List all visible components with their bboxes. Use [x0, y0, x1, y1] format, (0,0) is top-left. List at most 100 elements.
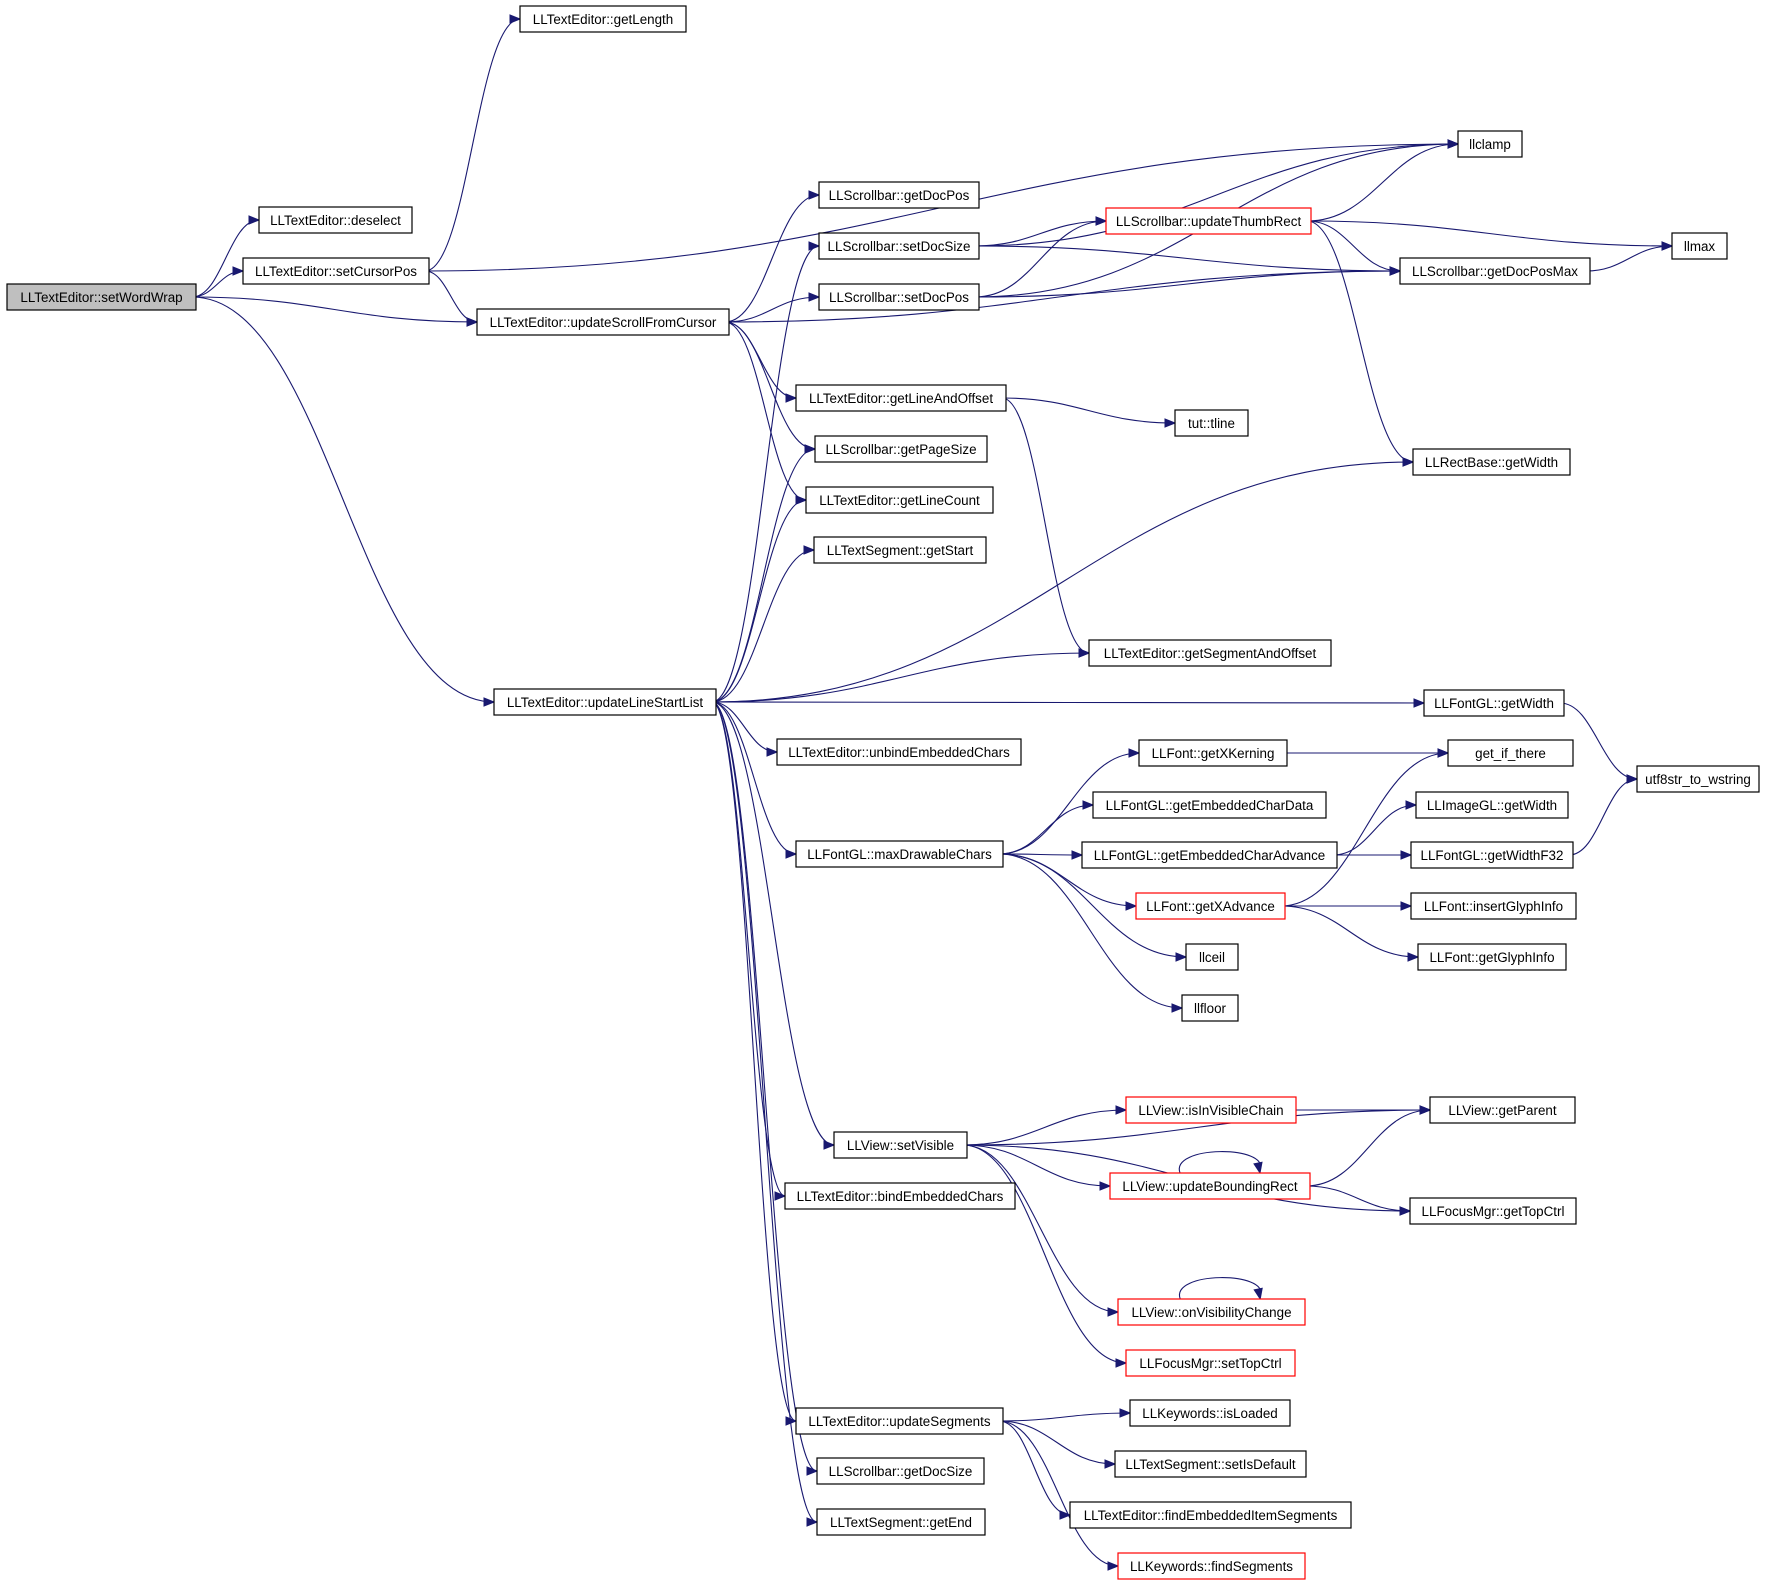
node-getIfThere[interactable]: get_if_there [1447, 739, 1574, 767]
node-getLineCount[interactable]: LLTextEditor::getLineCount [805, 486, 994, 514]
node-label: LLFont::insertGlyphInfo [1424, 899, 1563, 914]
node-deselect[interactable]: LLTextEditor::deselect [258, 206, 413, 234]
edge-line [998, 1420, 1116, 1465]
node-getEmbeddedCharData[interactable]: LLFontGL::getEmbeddedCharData [1092, 791, 1327, 819]
node-llmax[interactable]: llmax [1671, 232, 1728, 260]
node-rectGetWidth[interactable]: LLRectBase::getWidth [1412, 448, 1571, 476]
node-box [818, 283, 980, 311]
node-getTopCtrl[interactable]: LLFocusMgr::getTopCtrl [1409, 1197, 1577, 1225]
node-getXKerning[interactable]: LLFont::getXKerning [1138, 739, 1288, 767]
arrowhead [806, 1517, 819, 1527]
edge-line [962, 1144, 1119, 1313]
node-box [816, 1508, 986, 1536]
edge-line [974, 245, 1401, 272]
node-setCursorPos[interactable]: LLTextEditor::setCursorPos [242, 257, 430, 285]
node-sbGetDocSize[interactable]: LLScrollbar::getDocSize [816, 1457, 985, 1485]
node-box [805, 486, 994, 514]
node-getGlyphInfo[interactable]: LLFont::getGlyphInfo [1417, 943, 1567, 971]
node-onVisibilityChange[interactable]: LLView::onVisibilityChange [1117, 1298, 1306, 1326]
node-label: LLFontGL::getWidthF32 [1421, 848, 1564, 863]
arrowhead [1115, 1358, 1128, 1368]
node-imageGetWidth[interactable]: LLImageGL::getWidth [1415, 791, 1569, 819]
node-label: LLFocusMgr::setTopCtrl [1139, 1356, 1281, 1371]
node-setIsDefault[interactable]: LLTextSegment::setIsDefault [1114, 1450, 1307, 1478]
node-isInVisibleChain[interactable]: LLView::isInVisibleChain [1125, 1096, 1297, 1124]
node-updateSegments[interactable]: LLTextEditor::updateSegments [795, 1407, 1004, 1435]
edge-line [1178, 1151, 1262, 1174]
node-getWidthF32[interactable]: LLFontGL::getWidthF32 [1410, 841, 1574, 869]
node-setWordWrap[interactable]: LLTextEditor::setWordWrap [6, 283, 197, 311]
edge-line [424, 270, 478, 323]
node-updateThumbRect[interactable]: LLScrollbar::updateThumbRect [1105, 207, 1312, 235]
edge-line [1585, 245, 1673, 272]
node-getLineAndOffset[interactable]: LLTextEditor::getLineAndOffset [795, 384, 1007, 412]
node-llclamp[interactable]: llclamp [1457, 130, 1523, 158]
node-updateLineStartList[interactable]: LLTextEditor::updateLineStartList [493, 688, 717, 716]
node-sbGetDocPos[interactable]: LLScrollbar::getDocPos [818, 181, 980, 209]
node-sbGetPageSize[interactable]: LLScrollbar::getPageSize [814, 435, 988, 463]
arrowhead [1128, 748, 1141, 758]
node-label: LLFont::getXAdvance [1146, 899, 1275, 914]
node-setTopCtrl[interactable]: LLFocusMgr::setTopCtrl [1125, 1349, 1296, 1377]
arrowhead [1253, 1161, 1263, 1175]
arrowhead [232, 266, 245, 276]
edge-line [974, 220, 1107, 247]
arrowhead [1107, 1561, 1120, 1571]
node-box [816, 1457, 985, 1485]
node-fontGLGetWidth[interactable]: LLFontGL::getWidth [1423, 689, 1565, 717]
node-label: llfloor [1194, 1001, 1227, 1016]
node-box [493, 688, 717, 716]
node-insertGlyphInfo[interactable]: LLFont::insertGlyphInfo [1410, 892, 1577, 920]
edge-isInVisibleChain-to-getParent [1292, 1105, 1432, 1115]
edge-updateLineStartList-to-setVisible [711, 701, 836, 1150]
node-llceil[interactable]: llceil [1185, 943, 1239, 971]
node-label: LLTextEditor::setCursorPos [255, 264, 417, 279]
edge-updateScrollFromCursor-to-sbSetDocPos [724, 292, 821, 323]
arrowhead [1399, 1206, 1412, 1216]
edge-getEmbeddedCharAdvance-to-imageGetWidth [1332, 800, 1418, 856]
edge-line [1559, 702, 1638, 780]
node-updateBoundingRect[interactable]: LLView::updateBoundingRect [1109, 1172, 1311, 1200]
node-label: LLTextEditor::updateSegments [808, 1414, 990, 1429]
arrowhead [509, 14, 522, 24]
node-getSegmentAndOffset[interactable]: LLTextEditor::getSegmentAndOffset [1088, 639, 1332, 667]
node-findEmbeddedItemSegments[interactable]: LLTextEditor::findEmbeddedItemSegments [1069, 1501, 1352, 1529]
edge-line [974, 220, 1107, 298]
node-box [1412, 448, 1571, 476]
node-label: LLFocusMgr::getTopCtrl [1422, 1204, 1565, 1219]
node-utf8str[interactable]: utf8str_to_wstring [1636, 765, 1760, 793]
node-box [476, 308, 730, 336]
edge-line [998, 1420, 1071, 1516]
node-updateScrollFromCursor[interactable]: LLTextEditor::updateScrollFromCursor [476, 308, 730, 336]
edge-updateLineStartList-to-unbindEmbeddedChars [711, 701, 779, 757]
node-box [1415, 791, 1569, 819]
node-box [1088, 639, 1332, 667]
node-isLoaded[interactable]: LLKeywords::isLoaded [1129, 1399, 1291, 1427]
node-bindEmbeddedChars[interactable]: LLTextEditor::bindEmbeddedChars [784, 1182, 1016, 1210]
node-findSegments[interactable]: LLKeywords::findSegments [1117, 1552, 1306, 1580]
node-getLength[interactable]: LLTextEditor::getLength [519, 5, 687, 33]
node-sbGetDocPosMax[interactable]: LLScrollbar::getDocPosMax [1399, 257, 1591, 285]
node-label: LLScrollbar::setDocSize [828, 239, 971, 254]
arrowhead [1400, 850, 1413, 860]
node-getParent[interactable]: LLView::getParent [1429, 1096, 1576, 1124]
node-segGetStart[interactable]: LLTextSegment::getStart [813, 536, 987, 564]
node-label: LLTextEditor::getLength [533, 12, 673, 27]
node-tutTline[interactable]: tut::tline [1174, 409, 1249, 437]
node-label: LLScrollbar::getDocSize [829, 1464, 973, 1479]
node-maxDrawableChars[interactable]: LLFontGL::maxDrawableChars [795, 840, 1004, 868]
edge-line [962, 1144, 1111, 1187]
node-unbindEmbeddedChars[interactable]: LLTextEditor::unbindEmbeddedChars [776, 738, 1022, 766]
node-getEmbeddedCharAdvance[interactable]: LLFontGL::getEmbeddedCharAdvance [1081, 841, 1338, 869]
node-sbSetDocSize[interactable]: LLScrollbar::setDocSize [818, 232, 980, 260]
node-getXAdvance[interactable]: LLFont::getXAdvance [1135, 892, 1286, 920]
node-setVisible[interactable]: LLView::setVisible [833, 1131, 968, 1159]
node-label: LLTextEditor::bindEmbeddedChars [797, 1189, 1004, 1204]
arrowhead [1661, 241, 1674, 251]
edge-line [711, 701, 818, 1523]
node-segGetEnd[interactable]: LLTextSegment::getEnd [816, 1508, 986, 1536]
node-llfloor[interactable]: llfloor [1181, 994, 1239, 1022]
node-sbSetDocPos[interactable]: LLScrollbar::setDocPos [818, 283, 980, 311]
arrowhead [785, 393, 798, 403]
